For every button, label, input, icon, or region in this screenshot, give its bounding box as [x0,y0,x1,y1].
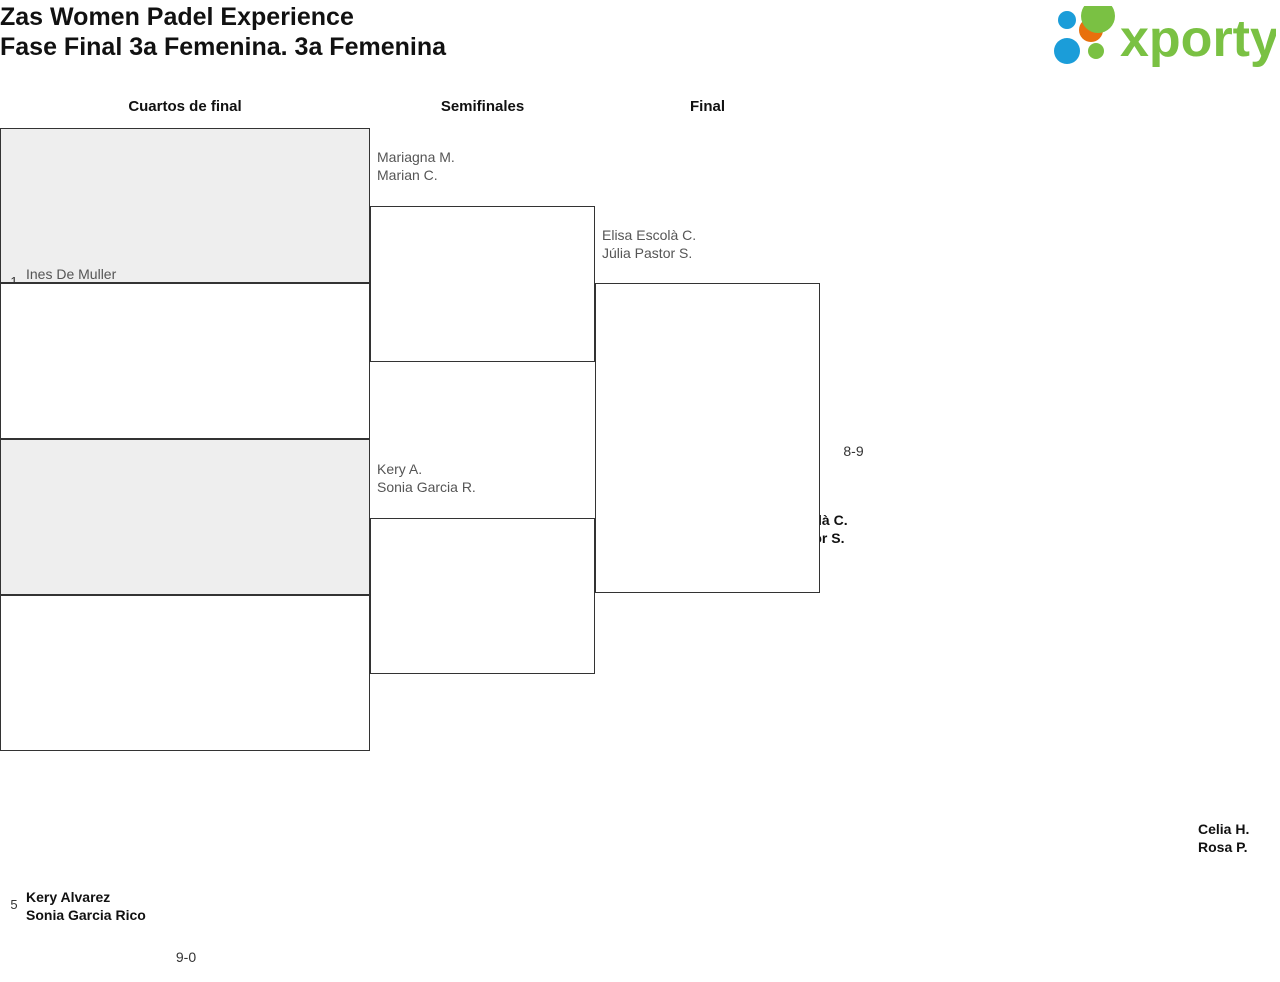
tournament-name: Zas Women Padel Experience [0,3,354,31]
player-name: Marian C. [377,167,438,183]
team-final-bottom: Celia H. Rosa P. [1198,820,1249,856]
match-box-qf-2[interactable]: 3 Elia Ventura Gemma Gràcia 4-9 4 Elisa … [0,283,370,714]
match-box-qf-3[interactable]: 5 Kery Alvarez Sonia Garcia Rico 9-0 6 R… [0,439,370,965]
svg-text:xporty: xporty [1120,10,1276,68]
round-header-quarterfinals: Cuartos de final [128,98,242,115]
round-header-semifinals: Semifinales [440,98,525,115]
team-final-top: Elisa Escolà C. Júlia Pastor S. [602,226,696,262]
score-final: 4-6 [1191,677,1280,693]
team-sf1-top: Mariagna M. Marian C. [377,148,455,184]
player-name: Júlia Pastor S. [602,245,693,261]
xporty-logo[interactable]: xporty [1048,6,1276,68]
match-box-qf-1[interactable]: 1 Ines De Muller Maria Jesus Fernandez 7… [0,128,370,403]
player-name: Mariagna M. [377,149,455,165]
team-sf2-top: Kery A. Sonia Garcia R. [377,460,476,496]
player-name: Sonia Garcia R. [377,479,476,495]
player-name: Ines De Muller [26,266,117,282]
player-name: Kery Alvarez [26,889,111,905]
team-qf3-top: Kery Alvarez Sonia Garcia Rico [26,888,146,924]
page-title: Zas Women Padel Experience Fase Final 3a… [0,2,860,62]
player-name: Celia H. [1198,821,1250,837]
player-name: Rosa P. [1198,839,1248,855]
player-name: Sonia Garcia Rico [26,907,146,923]
score-sf-1: 8-9 [843,443,864,459]
player-name: Kery A. [377,461,423,477]
seed-number: 1 [10,274,18,289]
player-name: Elisa Escolà C. [602,227,697,243]
score-qf-3: 9-0 [175,949,197,965]
match-box-sf-2[interactable]: 2-9 Celia H. Rosa P. [370,518,595,674]
tournament-phase: Fase Final 3a Femenina. 3a Femenina [0,33,447,61]
seed-number: 5 [10,897,18,912]
match-box-qf-4[interactable]: 7 Celia Hernandez Rosa Palau 9-3 8 Rosa … [0,595,370,751]
match-box-final[interactable]: 4-6 Celia H. Rosa P. [595,283,1249,855]
xporty-logo-icon: xporty [1054,6,1276,68]
round-header-final: Final [689,98,725,115]
match-box-sf-1[interactable]: 8-9 Elisa Escolà C. Júlia Pastor S. [370,206,864,546]
